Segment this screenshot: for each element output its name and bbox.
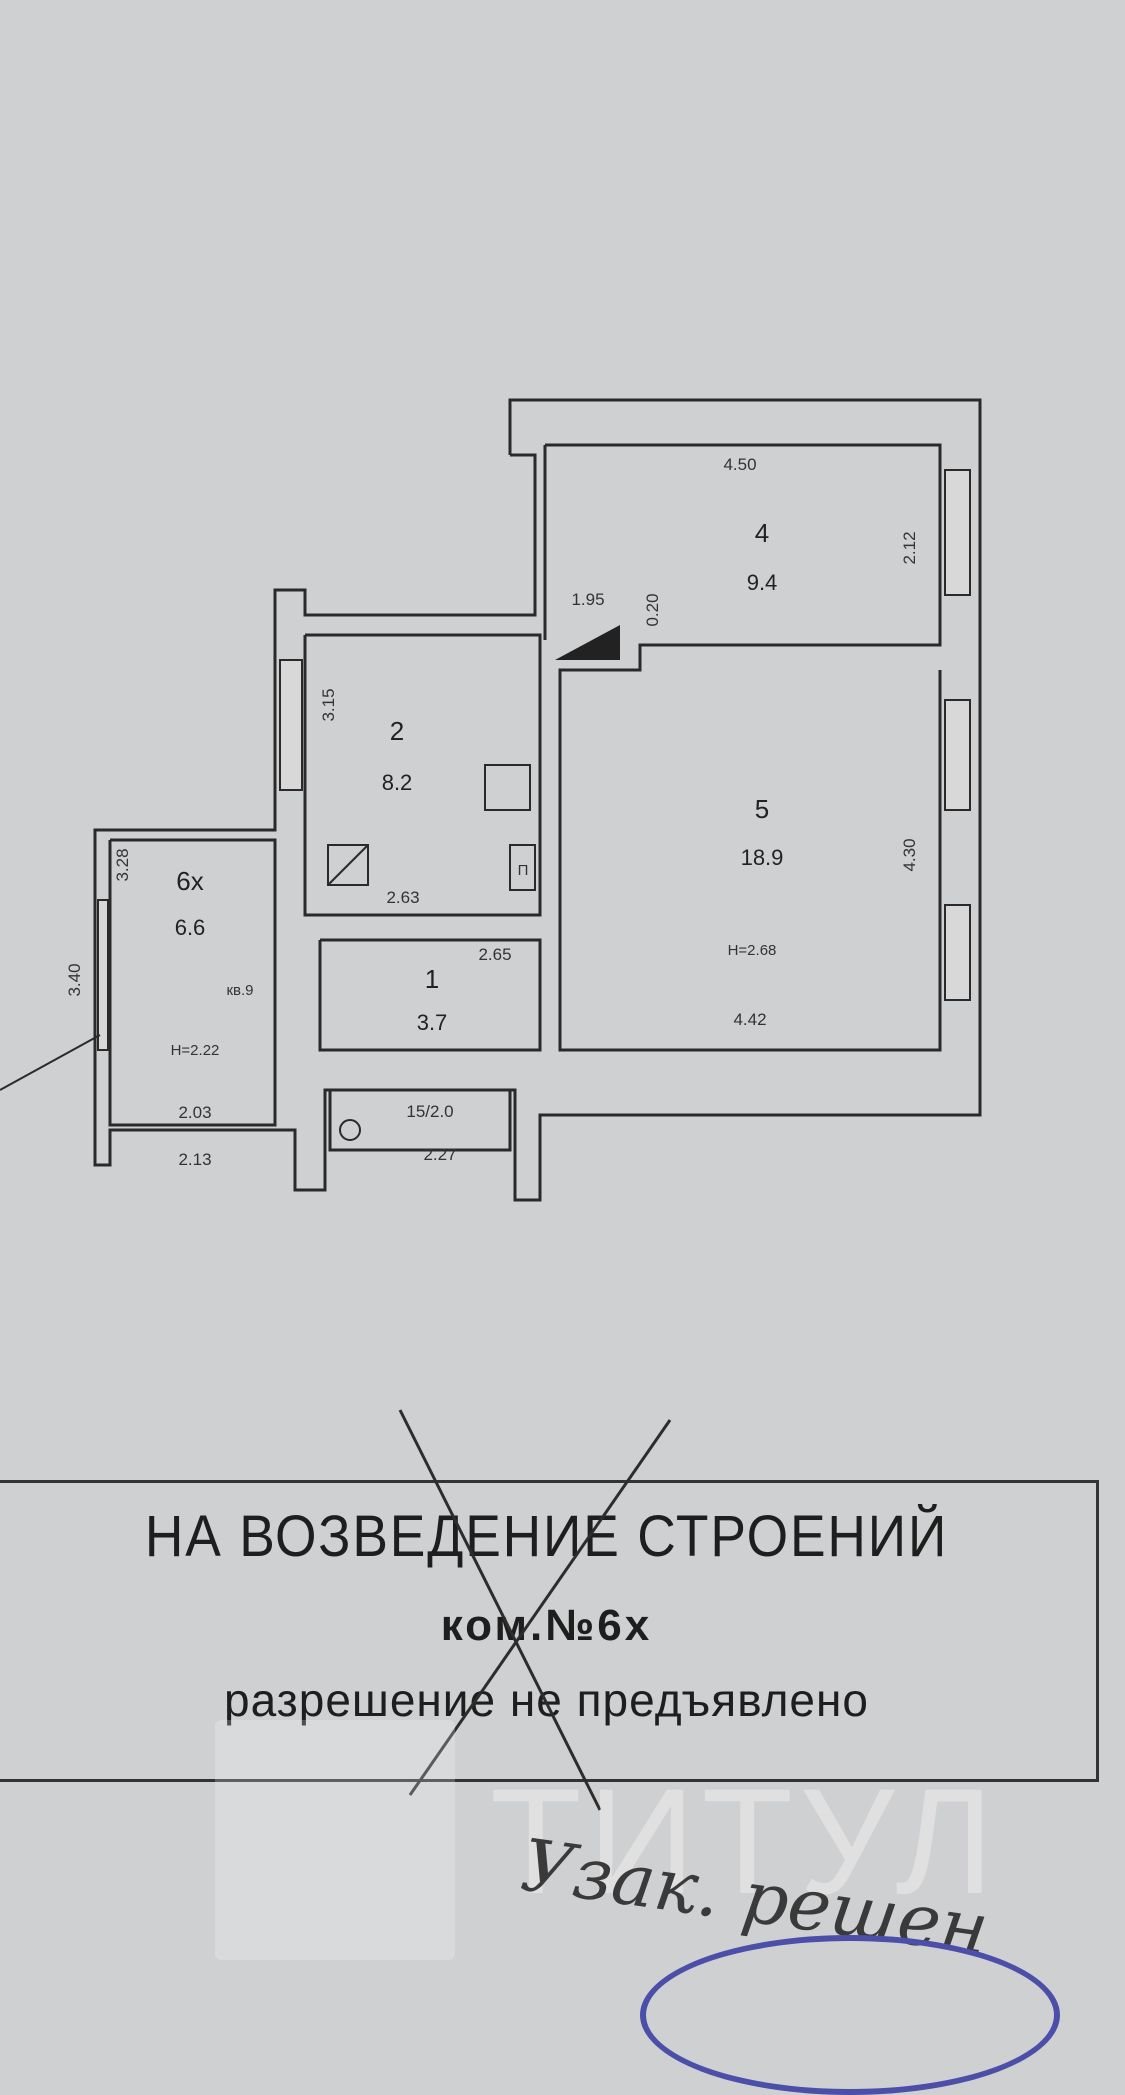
svg-text:0.20: 0.20 bbox=[643, 593, 662, 626]
svg-text:2.03: 2.03 bbox=[178, 1103, 211, 1122]
svg-text:3.40: 3.40 bbox=[65, 963, 84, 996]
floor-plan: 4 9.4 2 8.2 5 18.9 6х 6.6 1 3.7 4.50 2.1… bbox=[0, 398, 982, 1202]
notice-box: НА ВОЗВЕДЕНИЕ СТРОЕНИЙ ком.№6х разрешени… bbox=[0, 1480, 1099, 1782]
room-4-number: 4 bbox=[755, 518, 769, 548]
room-1-number: 1 bbox=[425, 964, 439, 994]
svg-text:4.30: 4.30 bbox=[900, 838, 919, 871]
room-6x-number: 6х bbox=[176, 866, 203, 896]
room-1-area: 3.7 bbox=[417, 1010, 448, 1035]
svg-text:2.27: 2.27 bbox=[423, 1145, 456, 1164]
room-6x-area: 6.6 bbox=[175, 915, 206, 940]
notice-line-3: разрешение не предъявлено bbox=[224, 1674, 869, 1726]
notice-line-2: ком.№6х bbox=[440, 1601, 653, 1650]
svg-text:4.42: 4.42 bbox=[733, 1010, 766, 1029]
svg-text:1.95: 1.95 bbox=[571, 590, 604, 609]
room-2-area: 8.2 bbox=[382, 770, 413, 795]
svg-text:3.15: 3.15 bbox=[319, 688, 338, 721]
watermark-logo bbox=[215, 1720, 455, 1960]
fixtures bbox=[0, 625, 620, 1141]
stamp bbox=[640, 1935, 1060, 2095]
height-room-6x: Н=2.22 bbox=[171, 1042, 220, 1059]
notice-line-1: НА ВОЗВЕДЕНИЕ СТРОЕНИЙ bbox=[144, 1504, 949, 1569]
svg-text:4.50: 4.50 bbox=[723, 455, 756, 474]
room-5-number: 5 bbox=[755, 794, 769, 824]
height-room-5: Н=2.68 bbox=[728, 942, 777, 959]
apartment-label: кв.9 bbox=[226, 982, 253, 999]
room-labels: 4 9.4 2 8.2 5 18.9 6х 6.6 1 3.7 bbox=[175, 518, 784, 1035]
svg-text:2.13: 2.13 bbox=[178, 1150, 211, 1169]
svg-text:3.28: 3.28 bbox=[113, 848, 132, 881]
svg-text:15/2.0: 15/2.0 bbox=[406, 1102, 453, 1121]
room-4-area: 9.4 bbox=[747, 570, 778, 595]
fixture-label: П bbox=[518, 862, 529, 879]
room-2-number: 2 bbox=[390, 716, 404, 746]
svg-text:2.63: 2.63 bbox=[386, 888, 419, 907]
windows bbox=[97, 469, 971, 1051]
room-5-area: 18.9 bbox=[741, 845, 784, 870]
watermark-text: ТИТУЛ bbox=[490, 1757, 1000, 1925]
svg-text:2.12: 2.12 bbox=[900, 531, 919, 564]
dimensions: 4.50 2.12 1.95 0.20 3.15 4.30 3.28 3.40 … bbox=[65, 455, 919, 1169]
svg-text:2.65: 2.65 bbox=[478, 945, 511, 964]
walls bbox=[93, 398, 982, 1202]
